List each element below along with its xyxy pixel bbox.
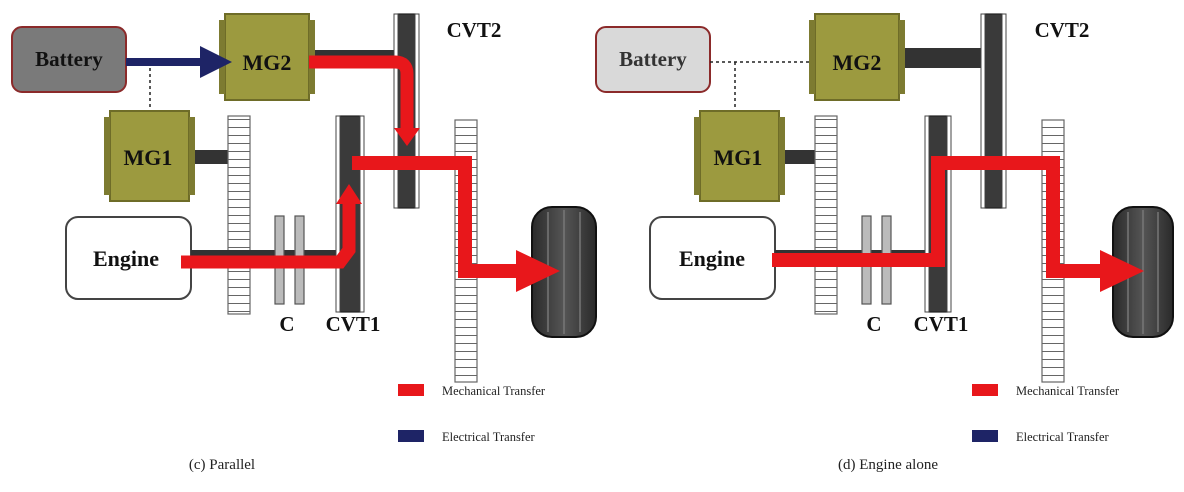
mechanical-arrow-down — [394, 128, 420, 146]
battery-label: Battery — [619, 47, 687, 71]
mechanical-path-engine — [772, 156, 1112, 278]
battery-mg1-wire — [126, 61, 152, 110]
cvt2-pulley — [984, 13, 1003, 209]
mg2-motor — [224, 13, 310, 101]
mg1-label: MG1 — [124, 145, 173, 170]
mechanical-arrow-wheel — [516, 250, 560, 292]
legend-mechanical-label: Mechanical Transfer — [1016, 384, 1120, 398]
mg1-shaft — [195, 150, 228, 164]
mg2-motor — [814, 13, 900, 101]
cvt2-label: CVT2 — [447, 18, 502, 42]
engine-label: Engine — [93, 246, 159, 271]
cvt1-label: CVT1 — [326, 312, 381, 336]
mg2-shaft — [905, 48, 985, 68]
panel-parallel: Battery MG2 MG1 Engine C C — [11, 13, 597, 444]
mg1-gear — [227, 115, 251, 315]
battery-label: Battery — [35, 47, 103, 71]
legend-electrical-swatch — [972, 430, 998, 442]
caption-engine-alone: (d) Engine alone — [838, 457, 938, 473]
mg2-label: MG2 — [833, 50, 882, 75]
legend-mechanical-label: Mechanical Transfer — [442, 384, 546, 398]
legend-electrical-label: Electrical Transfer — [1016, 430, 1110, 444]
mechanical-path-mg2 — [309, 55, 414, 132]
mg1-motor — [109, 110, 190, 202]
panel-engine-alone: Battery MG2 MG1 Engine C CVT1 — [595, 13, 1174, 444]
mechanical-path-engine — [181, 200, 356, 269]
battery-box — [595, 26, 711, 93]
mechanical-path-output — [352, 156, 530, 278]
mg1-gear — [814, 115, 838, 315]
cvt2-label: CVT2 — [1035, 18, 1090, 42]
legend-mechanical-swatch — [398, 384, 424, 396]
mg1-motor — [699, 110, 780, 202]
mechanical-arrow-up — [336, 184, 362, 204]
legend-mechanical-swatch — [972, 384, 998, 396]
engine-label: Engine — [679, 246, 745, 271]
cvt1-label: CVT1 — [914, 312, 969, 336]
mg1-label: MG1 — [714, 145, 763, 170]
electrical-arrow-head — [200, 46, 232, 78]
legend-electrical-swatch — [398, 430, 424, 442]
mg1-shaft — [785, 150, 815, 164]
mg2-label: MG2 — [243, 50, 292, 75]
caption-parallel: (c) Parallel — [188, 457, 256, 473]
clutch-label: C — [866, 312, 881, 336]
clutch-label: C — [279, 312, 294, 336]
mechanical-arrow-wheel — [1100, 250, 1144, 292]
legend-electrical-label: Electrical Transfer — [442, 430, 536, 444]
